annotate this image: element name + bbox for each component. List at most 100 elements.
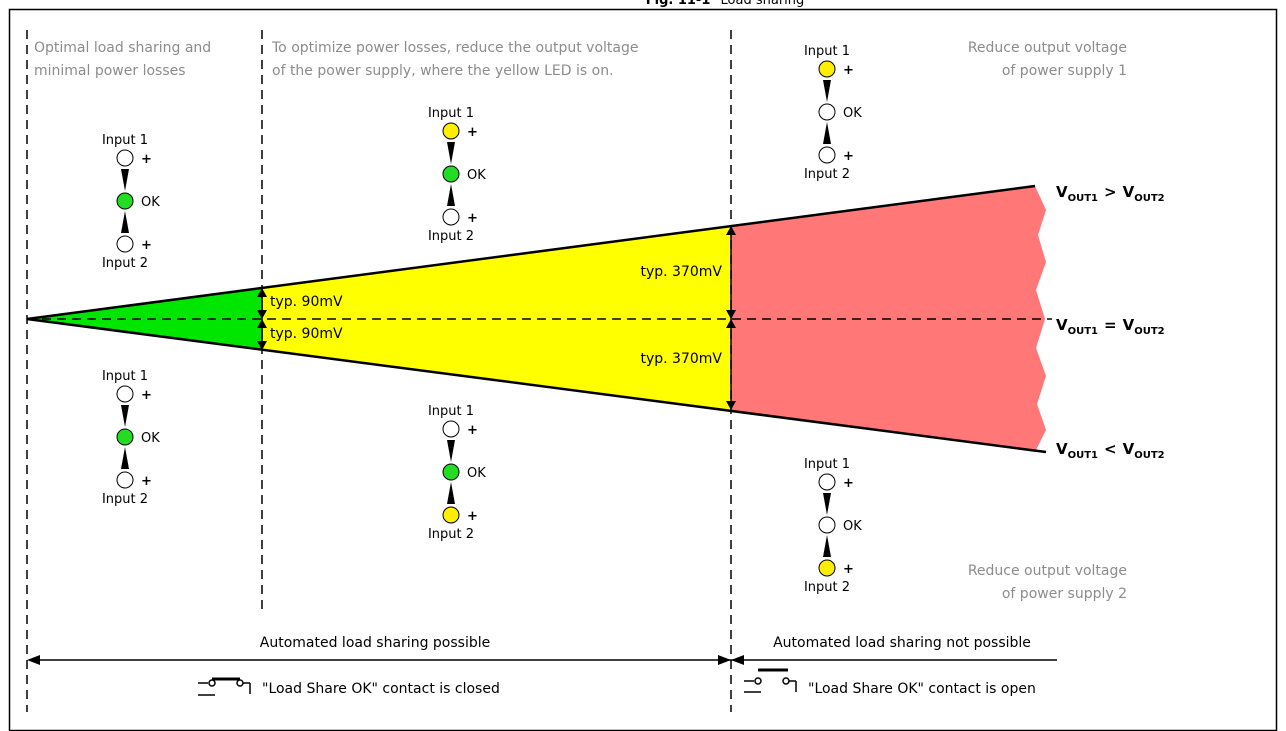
led-arrow-down <box>121 405 129 427</box>
led-input2-indicator <box>116 471 134 489</box>
led-arrow-down <box>447 440 455 462</box>
led-input2-indicator <box>116 235 134 253</box>
bottom-arrow-middle-left-head <box>718 655 731 665</box>
bottom-arrow-left-head <box>27 655 40 665</box>
measure-arrow-large-upper <box>726 226 736 319</box>
led-input2-label: Input 2 <box>102 492 148 507</box>
note-reduce1-line2: of power supply 1 <box>1002 63 1127 79</box>
led-input1-text: + <box>467 125 478 140</box>
note-optimal-line1: Optimal load sharing and <box>34 40 211 56</box>
condition-vout1-equal: VOUT1=VOUT2 <box>1056 316 1165 337</box>
led-arrow-up <box>823 122 831 144</box>
note-optimize-line1: To optimize power losses, reduce the out… <box>271 40 638 56</box>
led-arrow-down <box>121 169 129 191</box>
led-input2-indicator <box>818 559 836 577</box>
led-ok-indicator <box>116 428 134 446</box>
led-group-optimal-upper: Input 1 Input 2 + OK + <box>102 133 160 271</box>
led-arrow-down <box>447 142 455 164</box>
led-input2-label: Input 2 <box>428 229 474 244</box>
condition-vout1-less: VOUT1<VOUT2 <box>1056 440 1165 461</box>
led-input2-label: Input 2 <box>804 580 850 595</box>
measure-arrow-large-lower <box>726 319 736 410</box>
led-group-optimal-lower: Input 1 Input 2 + OK + <box>102 369 160 507</box>
led-arrow-up <box>121 447 129 469</box>
label-contact-open: "Load Share OK" contact is open <box>808 681 1036 697</box>
led-input2-label: Input 2 <box>804 167 850 182</box>
upper-boundary-line <box>26 184 1036 321</box>
led-arrow-up <box>823 535 831 557</box>
led-input1-text: + <box>467 423 478 438</box>
measure-arrow-small-lower <box>257 319 267 350</box>
figure-caption: Fig. 11-1 Load sharing <box>646 0 805 8</box>
measure-label-large-lower: typ. 370mV <box>641 351 723 367</box>
led-arrow-up <box>447 184 455 206</box>
led-ok-indicator <box>442 463 460 481</box>
led-input1-label: Input 1 <box>428 106 474 121</box>
led-ok-text: OK <box>141 431 160 446</box>
green-zone <box>27 288 262 350</box>
led-input1-label: Input 1 <box>102 133 148 148</box>
led-input1-text: + <box>141 152 152 167</box>
led-arrow-up <box>121 211 129 233</box>
led-input2-label: Input 2 <box>102 256 148 271</box>
label-load-sharing-not-possible: Automated load sharing not possible <box>773 635 1031 651</box>
led-ok-text: OK <box>467 168 486 183</box>
contact-open-icon <box>744 668 797 693</box>
led-input1-text: + <box>141 388 152 403</box>
measure-label-large-upper: typ. 370mV <box>641 264 723 280</box>
note-reduce2-line1: Reduce output voltage <box>968 563 1127 579</box>
measure-label-small-upper: typ. 90mV <box>270 294 343 310</box>
led-ok-text: OK <box>843 106 862 121</box>
led-input1-label: Input 1 <box>804 44 850 59</box>
led-group-reduce-lower: Input 1 Input 2 + OK + <box>428 404 486 542</box>
measure-arrow-small-upper <box>257 288 267 319</box>
led-input2-indicator <box>442 208 460 226</box>
led-ok-indicator <box>116 192 134 210</box>
led-input2-text: + <box>843 149 854 164</box>
led-input1-label: Input 1 <box>428 404 474 419</box>
note-optimize-line2: of the power supply, where the yellow LE… <box>272 63 614 79</box>
led-arrow-down <box>823 80 831 102</box>
note-reduce1-line1: Reduce output voltage <box>968 40 1127 56</box>
led-input2-text: + <box>141 238 152 253</box>
figure-title: Load sharing <box>721 0 805 8</box>
contact-closed-icon <box>198 677 251 696</box>
label-load-sharing-possible: Automated load sharing possible <box>260 635 490 651</box>
led-arrow-up <box>447 482 455 504</box>
led-input1-indicator <box>442 122 460 140</box>
led-ok-indicator <box>818 516 836 534</box>
led-input1-indicator <box>442 420 460 438</box>
condition-vout1-greater: VOUT1>VOUT2 <box>1056 183 1165 204</box>
figure-number: Fig. 11-1 <box>646 0 711 8</box>
led-ok-indicator <box>442 165 460 183</box>
led-input2-label: Input 2 <box>428 527 474 542</box>
led-input2-text: + <box>467 509 478 524</box>
yellow-zone <box>262 226 731 410</box>
led-input1-label: Input 1 <box>102 369 148 384</box>
led-input1-indicator <box>818 60 836 78</box>
led-ok-text: OK <box>843 519 862 534</box>
led-ok-indicator <box>818 103 836 121</box>
led-group-not-possible-upper: Input 1 Input 2 + OK + <box>804 44 862 182</box>
note-optimal-line2: minimal power losses <box>34 63 186 79</box>
led-input2-text: + <box>141 474 152 489</box>
led-input2-indicator <box>818 146 836 164</box>
led-input1-text: + <box>843 476 854 491</box>
note-reduce2-line2: of power supply 2 <box>1002 586 1127 602</box>
led-input1-label: Input 1 <box>804 457 850 472</box>
bottom-arrow-middle-right-head <box>731 655 744 665</box>
measure-label-small-lower: typ. 90mV <box>270 326 343 342</box>
lower-boundary-line <box>26 317 1047 454</box>
led-input1-indicator <box>116 149 134 167</box>
led-ok-text: OK <box>141 195 160 210</box>
label-contact-closed: "Load Share OK" contact is closed <box>262 681 500 697</box>
led-input2-indicator <box>442 506 460 524</box>
led-ok-text: OK <box>467 466 486 481</box>
led-input1-indicator <box>116 385 134 403</box>
led-input1-indicator <box>818 473 836 491</box>
led-input1-text: + <box>843 63 854 78</box>
